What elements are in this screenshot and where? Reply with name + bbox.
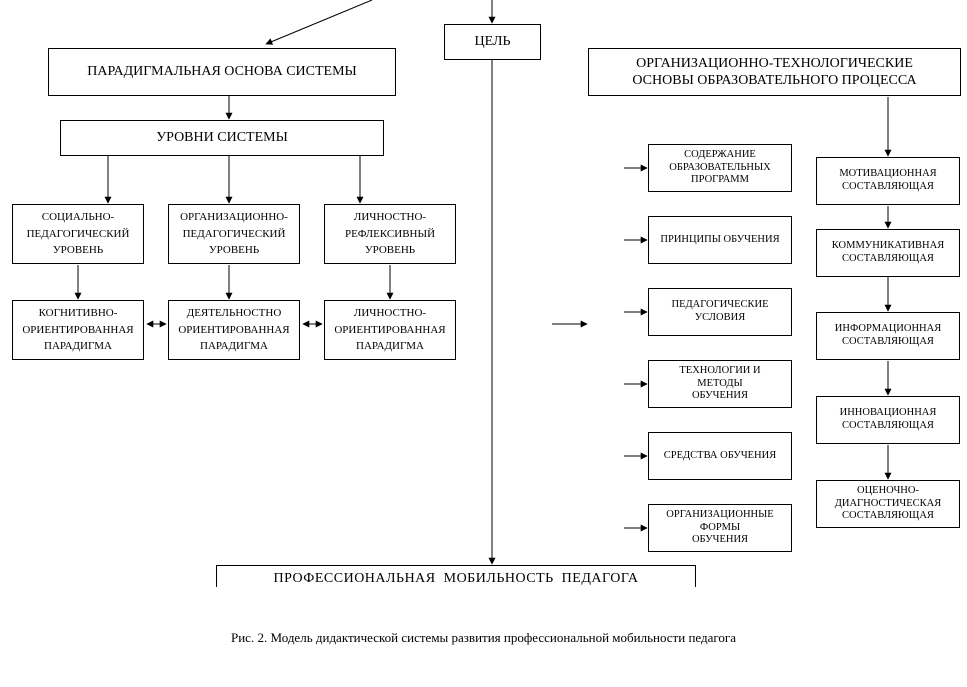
component-box-2: КОММУНИКАТИВНАЯ СОСТАВЛЯЮЩАЯ	[816, 229, 960, 277]
component-label-5: ОЦЕНОЧНО- ДИАГНОСТИЧЕСКАЯ СОСТАВЛЯЮЩАЯ	[834, 485, 942, 522]
goal-box: ЦЕЛЬ	[444, 24, 541, 60]
paradigm-label-1: КОГНИТИВНО- ОРИЕНТИРОВАННАЯ ПАРАДИГМА	[22, 307, 134, 353]
process-box-1: СОДЕРЖАНИЕ ОБРАЗОВАТЕЛЬНЫХ ПРОГРАММ	[648, 144, 792, 192]
paradigm-label-2: ДЕЯТЕЛЬНОСТНО ОРИЕНТИРОВАННАЯ ПАРАДИГМА	[178, 307, 290, 353]
level-box-2: ОРГАНИЗАЦИОННО- ПЕДАГОГИЧЕСКИЙ УРОВЕНЬ	[168, 204, 300, 264]
paradigm-box-2: ДЕЯТЕЛЬНОСТНО ОРИЕНТИРОВАННАЯ ПАРАДИГМА	[168, 300, 300, 360]
process-box-6: ОРГАНИЗАЦИОННЫЕ ФОРМЫ ОБУЧЕНИЯ	[648, 504, 792, 552]
arrow-into-paradigm-basis	[265, 0, 373, 45]
paradigm-basis-label: ПАРАДИГМАЛЬНАЯ ОСНОВА СИСТЕМЫ	[87, 64, 357, 80]
system-levels-label: УРОВНИ СИСТЕМЫ	[156, 130, 288, 146]
process-label-3: ПЕДАГОГИЧЕСКИЕ УСЛОВИЯ	[671, 299, 769, 323]
result-label: ПРОФЕССИОНАЛЬНАЯ МОБИЛЬНОСТЬ ПЕДАГОГА	[273, 571, 639, 586]
paradigm-box-1: КОГНИТИВНО- ОРИЕНТИРОВАННАЯ ПАРАДИГМА	[12, 300, 144, 360]
component-label-1: МОТИВАЦИОННАЯ СОСТАВЛЯЮЩАЯ	[839, 168, 937, 192]
paradigm-basis-box: ПАРАДИГМАЛЬНАЯ ОСНОВА СИСТЕМЫ	[48, 48, 396, 96]
component-label-3: ИНФОРМАЦИОННАЯ СОСТАВЛЯЮЩАЯ	[834, 323, 942, 347]
system-levels-box: УРОВНИ СИСТЕМЫ	[60, 120, 384, 156]
level-box-3: ЛИЧНОСТНО- РЕФЛЕКСИВНЫЙ УРОВЕНЬ	[324, 204, 456, 264]
process-label-5: СРЕДСТВА ОБУЧЕНИЯ	[663, 449, 777, 461]
process-label-6: ОРГАНИЗАЦИОННЫЕ ФОРМЫ ОБУЧЕНИЯ	[666, 509, 774, 546]
process-box-4: ТЕХНОЛОГИИ И МЕТОДЫ ОБУЧЕНИЯ	[648, 360, 792, 408]
org-tech-box: ОРГАНИЗАЦИОННО-ТЕХНОЛОГИЧЕСКИЕ ОСНОВЫ ОБ…	[588, 48, 961, 96]
process-box-2: ПРИНЦИПЫ ОБУЧЕНИЯ	[648, 216, 792, 264]
goal-label: ЦЕЛЬ	[474, 34, 511, 50]
process-label-2: ПРИНЦИПЫ ОБУЧЕНИЯ	[660, 233, 780, 245]
level-label-2: ОРГАНИЗАЦИОННО- ПЕДАГОГИЧЕСКИЙ УРОВЕНЬ	[180, 211, 288, 257]
level-label-3: ЛИЧНОСТНО- РЕФЛЕКСИВНЫЙ УРОВЕНЬ	[344, 211, 436, 257]
process-box-3: ПЕДАГОГИЧЕСКИЕ УСЛОВИЯ	[648, 288, 792, 336]
process-label-4: ТЕХНОЛОГИИ И МЕТОДЫ ОБУЧЕНИЯ	[679, 365, 761, 402]
level-label-1: СОЦИАЛЬНО- ПЕДАГОГИЧЕСКИЙ УРОВЕНЬ	[26, 211, 130, 257]
component-box-1: МОТИВАЦИОННАЯ СОСТАВЛЯЮЩАЯ	[816, 157, 960, 205]
component-label-2: КОММУНИКАТИВНАЯ СОСТАВЛЯЮЩАЯ	[831, 240, 945, 264]
component-box-5: ОЦЕНОЧНО- ДИАГНОСТИЧЕСКАЯ СОСТАВЛЯЮЩАЯ	[816, 480, 960, 528]
paradigm-label-3: ЛИЧНОСТНО- ОРИЕНТИРОВАННАЯ ПАРАДИГМА	[334, 307, 446, 353]
component-label-4: ИННОВАЦИОННАЯ СОСТАВЛЯЮЩАЯ	[839, 407, 937, 431]
component-box-4: ИННОВАЦИОННАЯ СОСТАВЛЯЮЩАЯ	[816, 396, 960, 444]
figure-caption: Рис. 2. Модель дидактической системы раз…	[231, 630, 736, 645]
paradigm-box-3: ЛИЧНОСТНО- ОРИЕНТИРОВАННАЯ ПАРАДИГМА	[324, 300, 456, 360]
process-label-1: СОДЕРЖАНИЕ ОБРАЗОВАТЕЛЬНЫХ ПРОГРАММ	[669, 149, 771, 186]
process-box-5: СРЕДСТВА ОБУЧЕНИЯ	[648, 432, 792, 480]
level-box-1: СОЦИАЛЬНО- ПЕДАГОГИЧЕСКИЙ УРОВЕНЬ	[12, 204, 144, 264]
component-box-3: ИНФОРМАЦИОННАЯ СОСТАВЛЯЮЩАЯ	[816, 312, 960, 360]
org-tech-label: ОРГАНИЗАЦИОННО-ТЕХНОЛОГИЧЕСКИЕ ОСНОВЫ ОБ…	[632, 55, 917, 89]
result-box: ПРОФЕССИОНАЛЬНАЯ МОБИЛЬНОСТЬ ПЕДАГОГА	[216, 565, 696, 587]
